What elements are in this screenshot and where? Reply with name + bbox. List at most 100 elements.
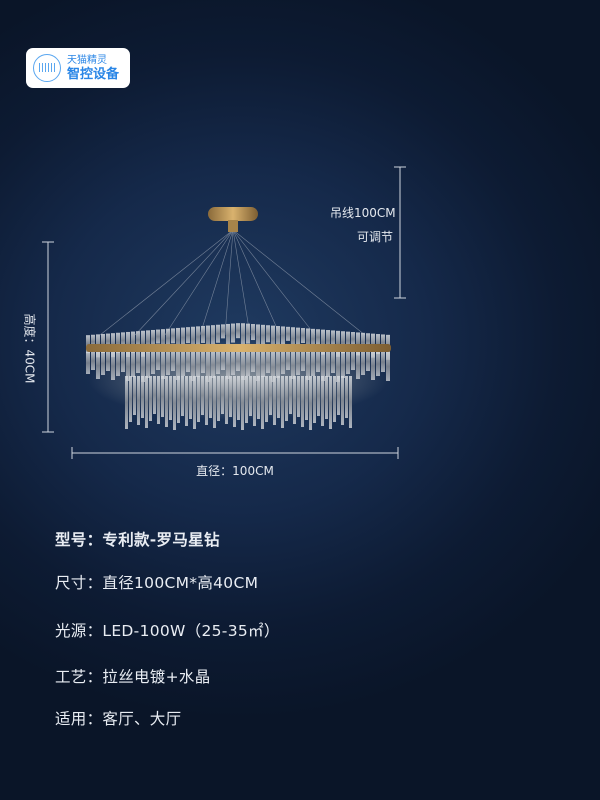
crystal [191,352,195,381]
crystal [201,325,205,343]
crystal [226,352,230,379]
crystal [197,376,200,422]
crystal [213,376,216,428]
crystal [316,352,320,372]
crystal [181,352,185,376]
crystal [176,352,180,380]
crystal [285,376,288,421]
crystal [345,376,348,418]
crystal [293,376,296,424]
dimension-lines [42,166,406,459]
crystal [229,376,232,417]
crystal [241,376,244,430]
crystal [186,327,190,344]
crystal [225,376,228,424]
crystal [386,352,390,381]
crystal [181,376,184,416]
crystal [246,323,250,344]
crystal [91,352,95,370]
crystal [221,324,225,339]
crystal [326,352,330,377]
crystal [309,376,312,430]
crystal [233,376,236,427]
crystal [136,331,140,349]
crystal [216,352,220,374]
spec-label: 型号： [55,531,103,549]
crystal [133,376,136,415]
crystal [129,376,132,422]
crystal [146,330,150,353]
crystal [286,352,290,370]
crystal [111,352,115,380]
crystal [281,326,285,345]
spec-value: 客厅、大厅 [102,710,182,728]
crystal [206,325,210,352]
crystal [261,324,265,346]
crystal [171,328,175,344]
crystal [91,334,95,349]
crystal [166,328,170,348]
crystal [86,352,90,374]
crystal [131,331,135,353]
crystal [145,376,148,428]
crystal [346,352,350,374]
wire [232,229,316,336]
crystal [366,333,370,349]
crystal [366,352,370,371]
crystal [116,352,120,376]
crystal [186,352,190,372]
spec-value: 直径100CM*高40CM [102,574,259,592]
crystal [253,376,256,426]
badge-line2: 智控设备 [67,66,120,82]
crystal [351,332,355,347]
crystal [146,352,150,378]
crystal [189,376,192,419]
crystal [356,352,360,379]
crystal [269,376,272,415]
crystal [281,376,284,428]
crystal [306,352,310,380]
crystal [201,376,204,415]
wire [232,229,251,336]
crystal [245,376,248,423]
crystal [277,376,280,418]
lower-crystal-tier [125,376,352,430]
canopy-stem [228,220,238,232]
crystal [116,332,120,353]
crystal [106,352,110,371]
crystal [321,376,324,426]
crystal [205,376,208,425]
crystal [361,352,365,375]
crystal [161,376,164,417]
crystal [196,352,200,377]
crystal [321,352,325,381]
crystal [271,352,275,382]
spec-value: LED-100W（25-35㎡） [102,622,280,640]
crystal [171,352,175,371]
crystal [261,352,265,377]
crystal [341,376,344,425]
crystal [317,376,320,416]
wire [99,229,234,336]
diameter-label: 直径：100CM [196,464,274,478]
crystal [301,352,305,371]
crystal [305,376,308,420]
crystal [296,352,300,375]
crystal [177,376,180,423]
crystal [341,352,345,378]
crystal [231,352,235,375]
crystal [261,376,264,429]
crystal [325,376,328,419]
crystal [181,327,185,348]
gold-ring [86,344,391,352]
crystal [121,332,125,349]
crystal [101,333,105,353]
crystal [86,335,90,354]
crystal [149,376,152,421]
spec-light-source: 光源：LED-100W（25-35㎡） [55,619,280,641]
crystal [321,329,325,355]
crystal [126,352,130,381]
crystal [131,352,135,377]
crystal [329,376,332,429]
crystal [136,352,140,373]
